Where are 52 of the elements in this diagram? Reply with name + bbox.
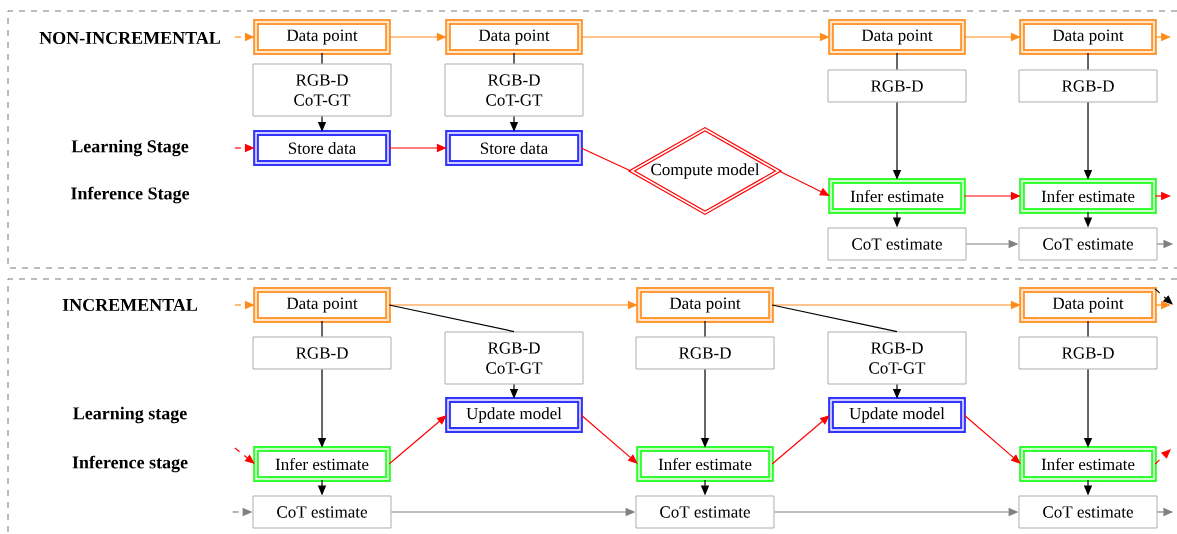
data-box: CoT estimate xyxy=(252,495,392,529)
connector-line xyxy=(1087,52,1089,71)
connector-line xyxy=(513,52,515,65)
data-box: RGB-D xyxy=(1018,69,1158,103)
row-label: Learning stage xyxy=(73,406,187,424)
process-box: Update model xyxy=(828,397,966,433)
arrow xyxy=(388,415,447,465)
connector-line xyxy=(704,320,706,338)
process-box: Infer estimate xyxy=(636,446,774,482)
row-label: Inference stage xyxy=(72,455,188,473)
data-box: CoT estimate xyxy=(1018,227,1158,261)
arrow xyxy=(234,447,255,464)
data-box: CoT estimate xyxy=(827,227,967,261)
process-box: Data point xyxy=(636,287,774,323)
data-box: CoT estimate xyxy=(635,495,775,529)
arrow xyxy=(778,170,830,196)
connector-line xyxy=(1087,320,1089,338)
data-box: RGB-D xyxy=(635,336,775,370)
row-label: Learning Stage xyxy=(71,139,189,157)
process-box: Data point xyxy=(828,19,966,55)
connector-line xyxy=(896,52,898,71)
process-box: Infer estimate xyxy=(828,178,966,214)
process-box: Infer estimate xyxy=(253,446,391,482)
data-box: CoT estimate xyxy=(1018,495,1158,529)
connector-line xyxy=(321,320,323,338)
data-box: RGB-D CoT-GT xyxy=(444,331,584,385)
process-box: Data point xyxy=(253,287,391,323)
process-box: Store data xyxy=(445,130,583,166)
connector-line xyxy=(580,147,632,172)
row-label: NON-INCREMENTAL xyxy=(39,31,221,45)
connector-line xyxy=(321,52,323,65)
data-box: RGB-D xyxy=(827,69,967,103)
data-box: RGB-D CoT-GT xyxy=(252,63,392,117)
process-box: Infer estimate xyxy=(1019,446,1157,482)
data-box: RGB-D CoT-GT xyxy=(444,63,584,117)
row-label: Inference Stage xyxy=(71,186,190,204)
connector-line xyxy=(771,304,898,333)
connector-line xyxy=(388,304,515,333)
process-box: Data point xyxy=(1019,287,1157,323)
process-box: Data point xyxy=(253,19,391,55)
data-box: RGB-D CoT-GT xyxy=(827,331,967,385)
process-box: Update model xyxy=(445,397,583,433)
process-box: Store data xyxy=(253,130,391,166)
process-box: Data point xyxy=(1019,19,1157,55)
data-box: RGB-D xyxy=(252,336,392,370)
arrow xyxy=(771,415,830,465)
row-label: INCREMENTAL xyxy=(62,298,198,312)
data-box: RGB-D xyxy=(1018,336,1158,370)
process-box: Infer estimate xyxy=(1019,178,1157,214)
arrow xyxy=(963,414,1021,464)
process-box: Data point xyxy=(445,19,583,55)
arrow xyxy=(580,414,638,464)
